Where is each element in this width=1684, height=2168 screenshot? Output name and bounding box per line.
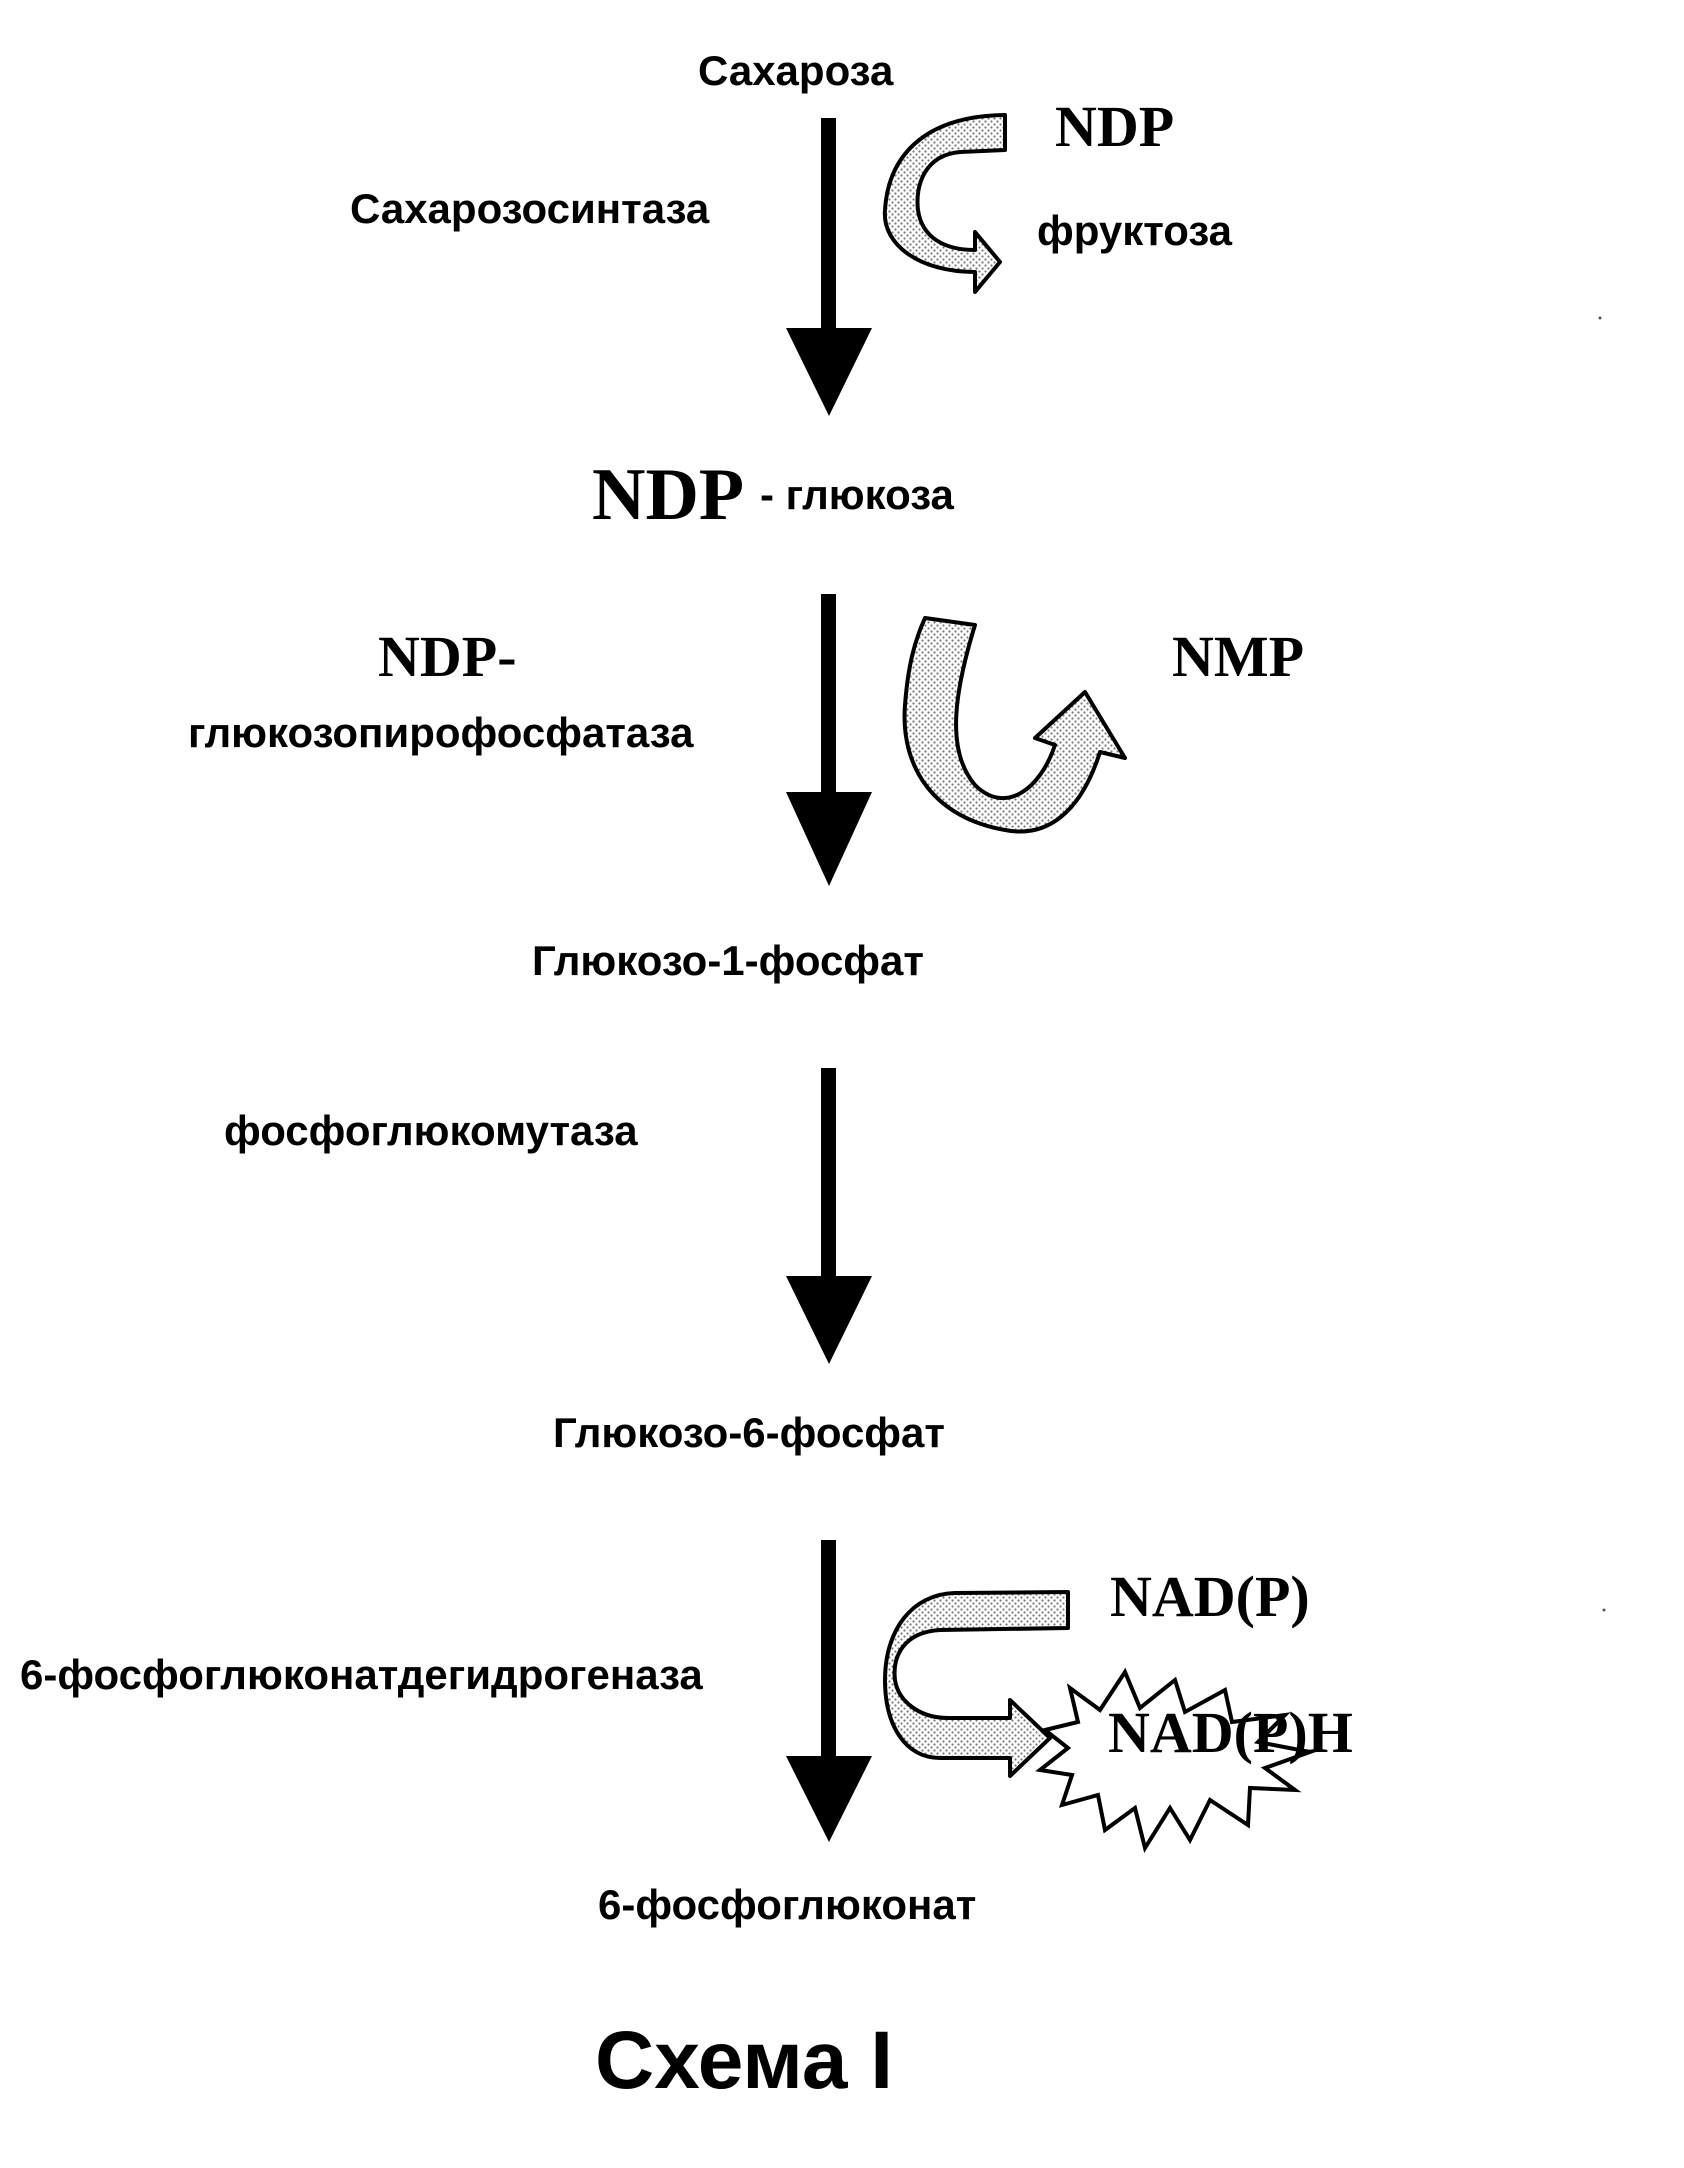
compound-glucose-1-phosphate: Глюкозо-1-фосфат bbox=[532, 940, 924, 982]
enzyme-sucrose-synthase: Сахарозосинтаза bbox=[350, 188, 709, 230]
ndp-fructose-curved-arrow bbox=[885, 115, 1005, 292]
scan-speck bbox=[1603, 1609, 1606, 1612]
reaction-arrow-1 bbox=[786, 118, 872, 416]
compound-sucrose: Сахароза bbox=[698, 50, 893, 92]
enzyme-ndp-glucose-pyrophosphatase-line1: NDP- bbox=[378, 628, 517, 686]
compound-glucose-6-phosphate: Глюкозо-6-фосфат bbox=[553, 1412, 945, 1454]
enzyme-6-phosphogluconate-dehydrogenase: 6-фосфоглюконатдегидрогеназа bbox=[20, 1654, 703, 1696]
reaction-arrow-3 bbox=[786, 1068, 872, 1364]
cofactor-nadp: NAD(P) bbox=[1110, 1568, 1310, 1626]
nadp-curved-arrow bbox=[885, 1592, 1068, 1776]
cofactor-nmp: NMP bbox=[1172, 628, 1304, 686]
cofactor-ndp: NDP bbox=[1055, 98, 1174, 156]
cofactor-fructose: фруктоза bbox=[1037, 210, 1232, 252]
reaction-arrow-4 bbox=[786, 1540, 872, 1842]
nmp-curved-arrow bbox=[905, 618, 1125, 832]
compound-ndp-glucose-prefix: NDP bbox=[592, 458, 744, 532]
compound-ndp-glucose-suffix: - глюкоза bbox=[760, 474, 954, 516]
reaction-arrow-2 bbox=[786, 594, 872, 886]
cofactor-nadph: NAD(P)H bbox=[1108, 1704, 1353, 1762]
enzyme-ndp-glucose-pyrophosphatase-line2: глюкозопирофосфатаза bbox=[188, 712, 693, 754]
enzyme-phosphoglucomutase: фосфоглюкомутаза bbox=[224, 1110, 638, 1152]
scan-speck bbox=[1599, 317, 1602, 320]
scheme-caption: Схема I bbox=[595, 2020, 893, 2102]
compound-6-phosphogluconate: 6-фосфоглюконат bbox=[598, 1884, 976, 1926]
